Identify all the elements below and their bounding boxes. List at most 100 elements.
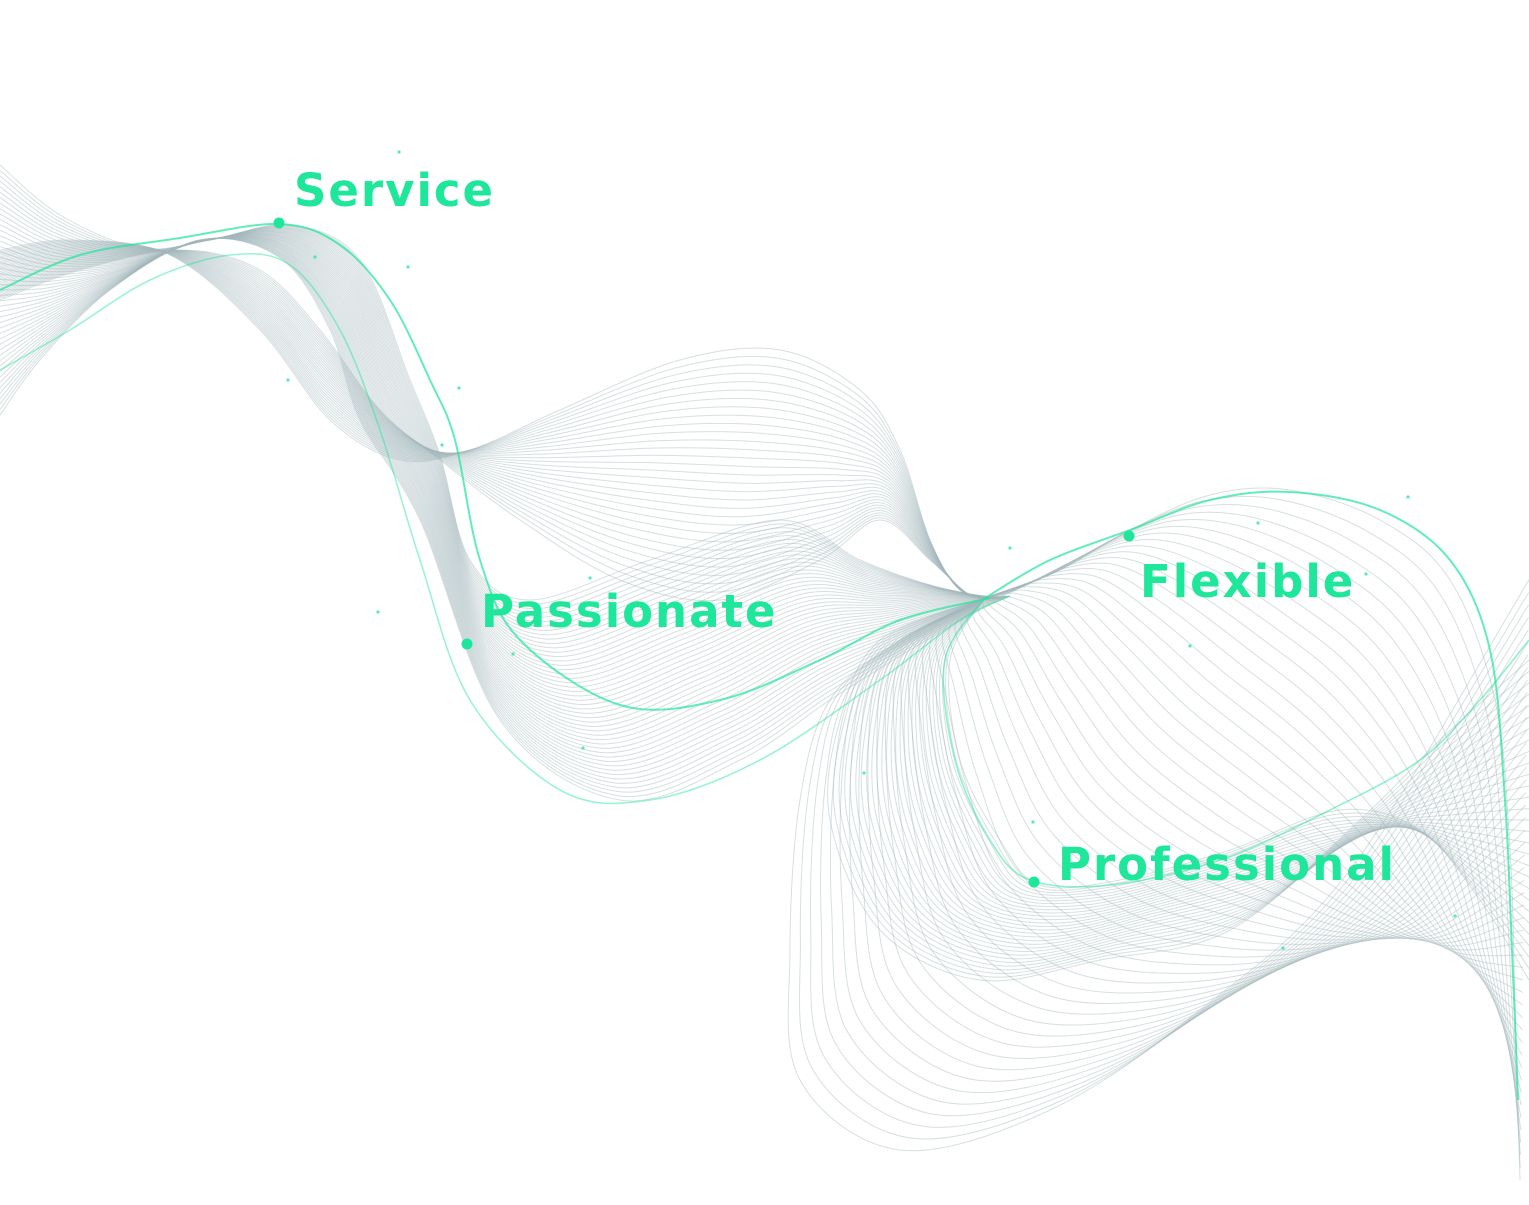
wave-line xyxy=(892,597,1528,1026)
wave-line xyxy=(0,234,1000,692)
wave-line xyxy=(984,597,1525,944)
wave-line xyxy=(0,235,1001,710)
wave-line xyxy=(984,557,1523,1056)
particle-dot xyxy=(588,576,592,580)
wave-line xyxy=(876,597,1529,949)
wave-line xyxy=(0,197,993,627)
wave-line xyxy=(0,240,1001,599)
wave-line xyxy=(0,247,1001,599)
wave-line xyxy=(0,191,993,623)
wave-line xyxy=(984,597,1525,942)
accent-line xyxy=(942,597,1529,888)
wave-line xyxy=(0,249,1001,600)
wave-line xyxy=(849,597,1529,967)
wave-line xyxy=(972,597,1525,939)
wave-line xyxy=(954,597,1526,945)
particle-dot xyxy=(1031,820,1035,824)
wave-line xyxy=(0,249,1001,599)
wave-line xyxy=(984,582,1524,993)
wave-line xyxy=(0,236,1004,732)
wave-line xyxy=(977,597,1525,940)
particle-dot xyxy=(1453,914,1457,918)
wave-line xyxy=(984,545,1522,1081)
wave-line xyxy=(918,597,1529,914)
wave-line xyxy=(0,235,1001,706)
wave-line xyxy=(0,245,1001,599)
wave-line xyxy=(984,586,1524,981)
wave-line xyxy=(0,237,1006,754)
particle-dot xyxy=(1406,495,1410,499)
wave-line xyxy=(886,597,1529,942)
wave-line xyxy=(0,249,1001,599)
wave-line xyxy=(866,597,1529,956)
wave-line xyxy=(0,243,1001,599)
wave-line xyxy=(0,237,1005,749)
wave-line xyxy=(0,218,995,645)
wave-line xyxy=(0,249,1001,599)
wave-line xyxy=(844,597,1529,971)
wave-line xyxy=(0,249,1001,602)
wave-line xyxy=(0,235,1002,714)
particle-dot xyxy=(440,443,444,447)
wave-line xyxy=(0,231,996,658)
flexible-marker-dot xyxy=(1123,530,1135,542)
wave-line xyxy=(0,232,998,671)
wave-line xyxy=(0,235,1001,701)
wave-line xyxy=(0,249,1001,599)
wave-line xyxy=(0,249,1001,599)
wave-line xyxy=(0,213,994,640)
wave-line xyxy=(787,579,1529,1152)
particle-dots xyxy=(286,150,1457,950)
wave-line xyxy=(0,164,991,601)
wave-line xyxy=(0,202,994,631)
wave-line xyxy=(984,578,1523,1006)
particle-dot xyxy=(406,265,410,269)
wave-line xyxy=(0,237,1009,784)
wave-line xyxy=(984,503,1521,1156)
wave-line xyxy=(881,597,1529,945)
wave-line xyxy=(0,236,1004,736)
wave-line xyxy=(876,597,1528,1048)
wave-line xyxy=(0,170,991,605)
wave-line xyxy=(884,597,1528,1037)
wave-line xyxy=(0,233,998,675)
wave-line xyxy=(839,597,1529,1094)
wave-line xyxy=(838,597,1529,975)
wave-line xyxy=(984,595,1524,951)
wave-line xyxy=(0,249,1001,599)
wave-line xyxy=(984,597,1524,947)
wave-line xyxy=(922,597,1529,911)
wave-line xyxy=(827,597,1529,982)
particle-dot xyxy=(1281,946,1285,950)
wave-line xyxy=(0,236,1004,741)
wave-line xyxy=(0,237,1010,798)
wave-line xyxy=(0,249,1001,600)
wave-line xyxy=(0,248,1001,599)
wave-line xyxy=(0,237,1011,802)
wave-line xyxy=(915,597,1529,917)
particle-dot xyxy=(397,150,401,154)
keyword-professional: Professional xyxy=(1058,838,1396,891)
wave-line xyxy=(0,237,1007,767)
wave-line xyxy=(0,229,996,653)
wave-line xyxy=(982,597,1525,940)
wave-line xyxy=(0,247,1001,599)
wave-line xyxy=(935,597,1529,935)
wave-line xyxy=(0,180,992,614)
particle-dot xyxy=(1364,572,1368,576)
keyword-markers xyxy=(273,217,1135,888)
wave-line xyxy=(0,237,1008,776)
wave-line xyxy=(984,562,1523,1043)
wave-line xyxy=(984,573,1523,1018)
accent-line xyxy=(0,222,991,711)
wave-line xyxy=(0,249,1001,599)
wave-line xyxy=(984,518,1522,1131)
wave-line xyxy=(0,237,1009,789)
passionate-marker-dot xyxy=(461,638,473,650)
wave-line xyxy=(0,244,1001,599)
accent-line xyxy=(0,252,1011,805)
wave-line xyxy=(942,597,1529,958)
wave-line xyxy=(871,597,1529,953)
wave-line xyxy=(914,597,1527,994)
